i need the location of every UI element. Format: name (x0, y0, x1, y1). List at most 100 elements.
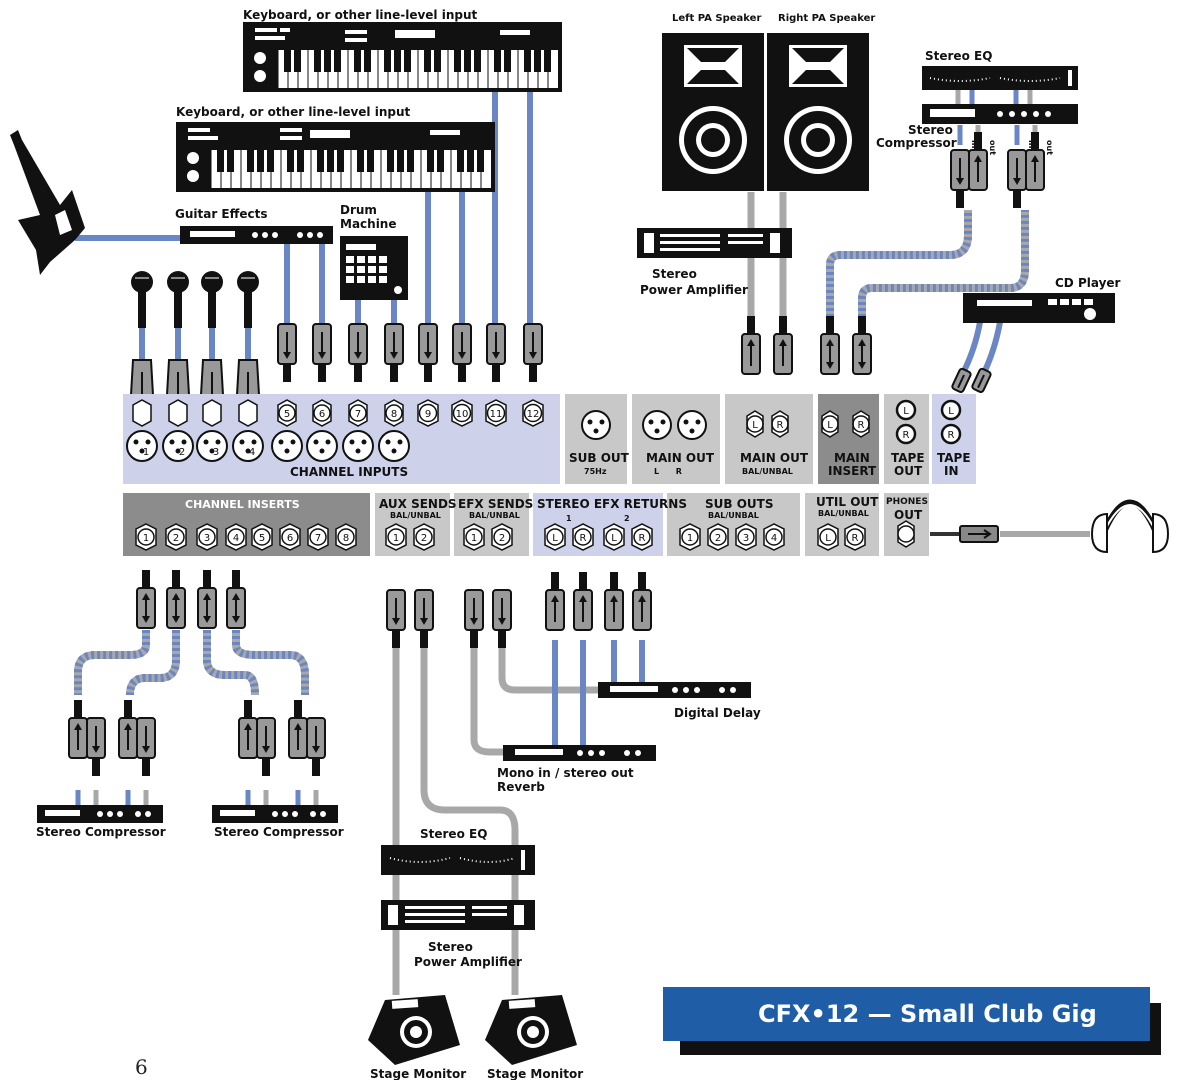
sub-out-jack[interactable] (707, 523, 729, 551)
efx-send-jack[interactable] (463, 523, 485, 551)
sub-out-jack[interactable] (763, 523, 785, 551)
phones-label-2: OUT (894, 508, 923, 522)
right-pa-speaker-icon (767, 33, 869, 191)
main-out-left-jack[interactable] (746, 410, 764, 438)
tape-out-label-2: OUT (894, 464, 923, 478)
jack-number: L (825, 533, 831, 544)
efx-sends-balunbal: BAL/UNBAL (469, 511, 520, 520)
channel-insert-jack[interactable] (279, 523, 301, 551)
main-insert-right-jack[interactable] (852, 410, 870, 438)
channel-input-combo-jack[interactable] (378, 399, 410, 462)
sub-out-xlr-jack[interactable] (581, 410, 611, 440)
channel-input-combo-jack[interactable] (232, 399, 264, 462)
main-out-xlr-right-jack[interactable] (677, 410, 707, 440)
channel-number: 7 (355, 409, 361, 420)
tape-in-right-rca[interactable] (940, 423, 962, 445)
out-label-2: out (1045, 140, 1054, 155)
tape-in-right-letter: R (948, 430, 955, 441)
channel-number: 9 (425, 409, 431, 420)
jack-number: L (552, 533, 558, 544)
util-out-jack[interactable] (844, 523, 866, 551)
channel-number: 11 (490, 409, 503, 420)
channel-input-combo-jack[interactable] (126, 399, 158, 462)
main-out-xlr-left-jack[interactable] (642, 410, 672, 440)
channel-insert-jack[interactable] (251, 523, 273, 551)
insert-cable-plug (136, 570, 156, 629)
return-cable-plug (632, 572, 652, 631)
channel-inputs-label: CHANNEL INPUTS (290, 465, 408, 479)
channel-input-combo-jack[interactable] (342, 399, 374, 462)
main-insert-cable-plug (820, 316, 840, 375)
channel-input-line-jack[interactable] (522, 399, 544, 427)
channel-insert-jack[interactable] (165, 523, 187, 551)
channel-number: 8 (391, 409, 397, 420)
channel-input-line-jack[interactable] (417, 399, 439, 427)
channel-input-combo-jack[interactable] (271, 399, 303, 462)
return-cable-plug (545, 572, 565, 631)
jack-number: 7 (315, 533, 321, 544)
compressor-cable-plug (306, 717, 326, 776)
efx-send-jack[interactable] (491, 523, 513, 551)
channel-insert-jack[interactable] (196, 523, 218, 551)
efx-return-jack[interactable] (544, 523, 566, 551)
stage-monitor-left-label: Stage Monitor (370, 1067, 466, 1080)
channel-input-combo-jack[interactable] (196, 399, 228, 462)
stereo-power-amp-top-label-1: Stereo (652, 267, 697, 281)
aux-send-jack[interactable] (413, 523, 435, 551)
tape-in-label-2: IN (944, 464, 959, 478)
util-out-label: UTIL OUT (816, 495, 879, 509)
efx-return-jack[interactable] (631, 523, 653, 551)
stereo-eq-top (922, 66, 1078, 90)
stereo-compressor-top (922, 104, 1078, 124)
tape-out-right-rca[interactable] (895, 423, 917, 445)
channel-insert-jack[interactable] (335, 523, 357, 551)
channel-number: 5 (284, 409, 290, 420)
keyboard-top-label: Keyboard, or other line-level input (243, 8, 478, 22)
sub-outs-label: SUB OUTS (705, 497, 773, 511)
reverb-label-2: Reverb (497, 780, 545, 794)
compressor-cable-plug (118, 700, 138, 759)
input-cable-plug (384, 323, 404, 382)
phones-jack[interactable] (897, 520, 915, 548)
tape-out-left-rca[interactable] (895, 399, 917, 421)
jack-number: 2 (715, 533, 721, 544)
drum-machine-label-1: Drum (340, 203, 377, 217)
channel-insert-jack[interactable] (135, 523, 157, 551)
main-insert-left-jack[interactable] (821, 410, 839, 438)
channel-insert-jack[interactable] (225, 523, 247, 551)
efx-return-jack[interactable] (572, 523, 594, 551)
jack-number: R (852, 533, 859, 544)
aux-send-jack[interactable] (385, 523, 407, 551)
jack-number: 3 (743, 533, 749, 544)
util-out-jack[interactable] (817, 523, 839, 551)
stereo-compressor-right-label: Stereo Compressor (214, 825, 344, 839)
sub-out-jack[interactable] (735, 523, 757, 551)
headphones-icon (1090, 499, 1170, 554)
digital-delay-label: Digital Delay (674, 706, 761, 720)
efx-return-jack[interactable] (603, 523, 625, 551)
right-pa-label: Right PA Speaker (778, 13, 875, 24)
reverb-unit (503, 745, 656, 761)
channel-input-line-jack[interactable] (485, 399, 507, 427)
main-insert-left-letter: L (827, 420, 833, 431)
channel-input-combo-jack[interactable] (306, 399, 338, 462)
jack-number: 6 (287, 533, 293, 544)
channel-insert-jack[interactable] (307, 523, 329, 551)
stereo-eq-bottom-label: Stereo EQ (420, 827, 487, 841)
title-text: CFX•12 — Small Club Gig (758, 1000, 1097, 1028)
main-out-balunbal-label: BAL/UNBAL (742, 467, 793, 476)
channel-input-line-jack[interactable] (451, 399, 473, 427)
return-cable-plug (573, 572, 593, 631)
stereo-compressor-top-label-2: Compressor (876, 136, 957, 150)
insert-cable-plug (226, 570, 246, 629)
drum-machine-icon (340, 236, 408, 300)
sub-out-jack[interactable] (679, 523, 701, 551)
channel-number: 2 (179, 447, 185, 458)
channel-input-combo-jack[interactable] (162, 399, 194, 462)
tape-in-left-rca[interactable] (940, 399, 962, 421)
main-out-right-jack[interactable] (771, 410, 789, 438)
input-cable-plug (277, 323, 297, 382)
tape-in-cable-plug (951, 367, 972, 393)
